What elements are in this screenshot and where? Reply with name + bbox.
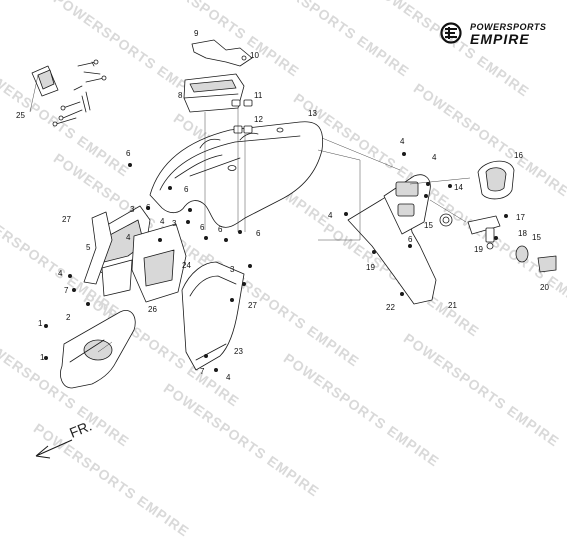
callout-18: 18 <box>518 229 527 238</box>
brand-logo: POWERSPORTS EMPIRE <box>440 22 560 48</box>
callout-6: 6 <box>408 235 413 244</box>
callout-24: 24 <box>182 261 191 270</box>
callout-22: 22 <box>386 303 395 312</box>
top-bracket <box>191 39 253 67</box>
front-direction-label: FR. <box>67 417 94 440</box>
storage-box <box>183 73 245 113</box>
callout-12: 12 <box>254 115 263 124</box>
callout-25: 25 <box>16 111 25 120</box>
round-reflector <box>515 245 529 263</box>
side-bracket <box>83 211 113 285</box>
callout-20: 20 <box>540 283 549 292</box>
callout-14: 14 <box>454 183 463 192</box>
callout-11: 11 <box>254 91 263 100</box>
side-cover <box>60 310 136 389</box>
plate-light <box>537 255 557 273</box>
callout-4: 4 <box>328 211 333 220</box>
rubber-bushings <box>231 99 253 134</box>
callout-19: 19 <box>366 263 375 272</box>
callout-6: 6 <box>218 225 223 234</box>
callout-23: 23 <box>234 347 243 356</box>
callout-8: 8 <box>178 91 183 100</box>
fasteners <box>44 151 508 372</box>
rear-fender-exploded-diagram: FR. 1 1 2 3 3 3 4 4 4 4 4 4 4 5 6 6 6 6 … <box>16 29 557 459</box>
callout-3: 3 <box>230 265 235 274</box>
reflector-clip <box>439 213 453 227</box>
rear-fender <box>149 121 324 228</box>
callout-9: 9 <box>194 29 199 38</box>
callout-2: 2 <box>66 313 71 322</box>
tool-kit <box>31 59 107 127</box>
callout-4: 4 <box>432 153 437 162</box>
center-inner-fender <box>181 261 245 371</box>
callout-6: 6 <box>200 223 205 232</box>
callout-4: 4 <box>126 233 131 242</box>
callout-21: 21 <box>448 301 457 310</box>
front-arrow-icon <box>35 439 73 459</box>
tail-light <box>477 160 515 200</box>
callout-27: 27 <box>248 301 257 310</box>
callout-4: 4 <box>226 373 231 382</box>
callout-4: 4 <box>160 217 165 226</box>
callout-19: 19 <box>474 245 483 254</box>
callout-10: 10 <box>250 51 259 60</box>
callout-15: 15 <box>424 221 433 230</box>
callout-1: 1 <box>40 353 45 362</box>
callout-7: 7 <box>200 367 205 376</box>
logo-line-2: EMPIRE <box>470 31 530 47</box>
callout-6: 6 <box>256 229 261 238</box>
license-bracket <box>347 174 437 305</box>
callout-6: 6 <box>126 149 131 158</box>
callout-3: 3 <box>130 205 135 214</box>
logo-line-1: POWERSPORTS <box>470 22 547 32</box>
callout-1: 1 <box>38 319 43 328</box>
callout-16: 16 <box>514 151 523 160</box>
empire-logo-icon <box>440 22 462 44</box>
callout-27: 27 <box>62 215 71 224</box>
callout-6: 6 <box>146 203 151 212</box>
callout-7: 7 <box>64 286 69 295</box>
callout-26: 26 <box>148 305 157 314</box>
callout-5: 5 <box>86 243 91 252</box>
callout-6: 6 <box>184 185 189 194</box>
callout-15: 15 <box>532 233 541 242</box>
signal-mount <box>467 215 501 250</box>
callout-numbers: 1 1 2 3 3 3 4 4 4 4 4 4 4 5 6 6 6 6 6 6 … <box>16 29 549 382</box>
callout-13: 13 <box>308 109 317 118</box>
mud-flap <box>131 223 187 303</box>
callout-4: 4 <box>400 137 405 146</box>
callout-3: 3 <box>172 219 177 228</box>
callout-4: 4 <box>58 269 63 278</box>
callout-17: 17 <box>516 213 525 222</box>
leader-lines <box>29 74 471 353</box>
